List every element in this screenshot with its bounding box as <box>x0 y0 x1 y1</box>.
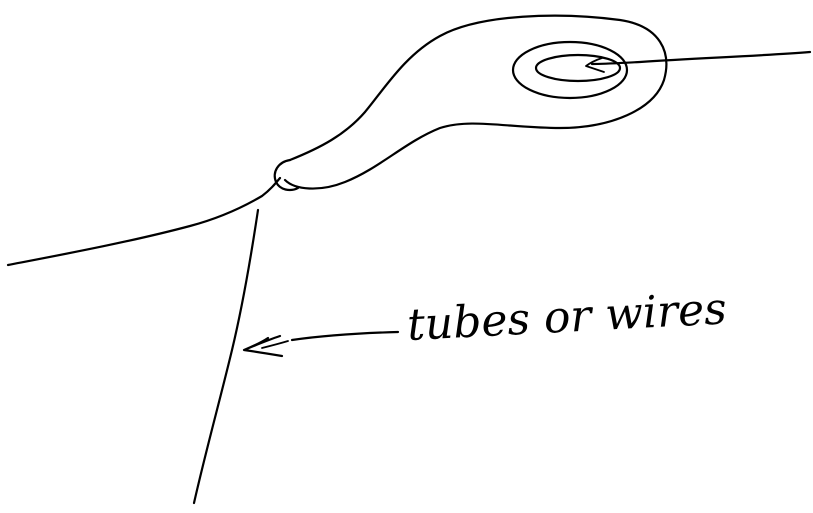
annotation-label: tubes or wires <box>406 283 728 351</box>
outer-coil-ring <box>513 42 627 98</box>
vertical-wire-line <box>194 210 258 503</box>
curved-cable-line <box>8 178 280 265</box>
annotation-arrowhead <box>244 336 282 356</box>
right-feed-line <box>592 52 810 64</box>
annotation-arrow-shaft <box>292 332 398 340</box>
paddle-outline <box>285 16 666 189</box>
inner-coil-ring <box>536 55 620 81</box>
